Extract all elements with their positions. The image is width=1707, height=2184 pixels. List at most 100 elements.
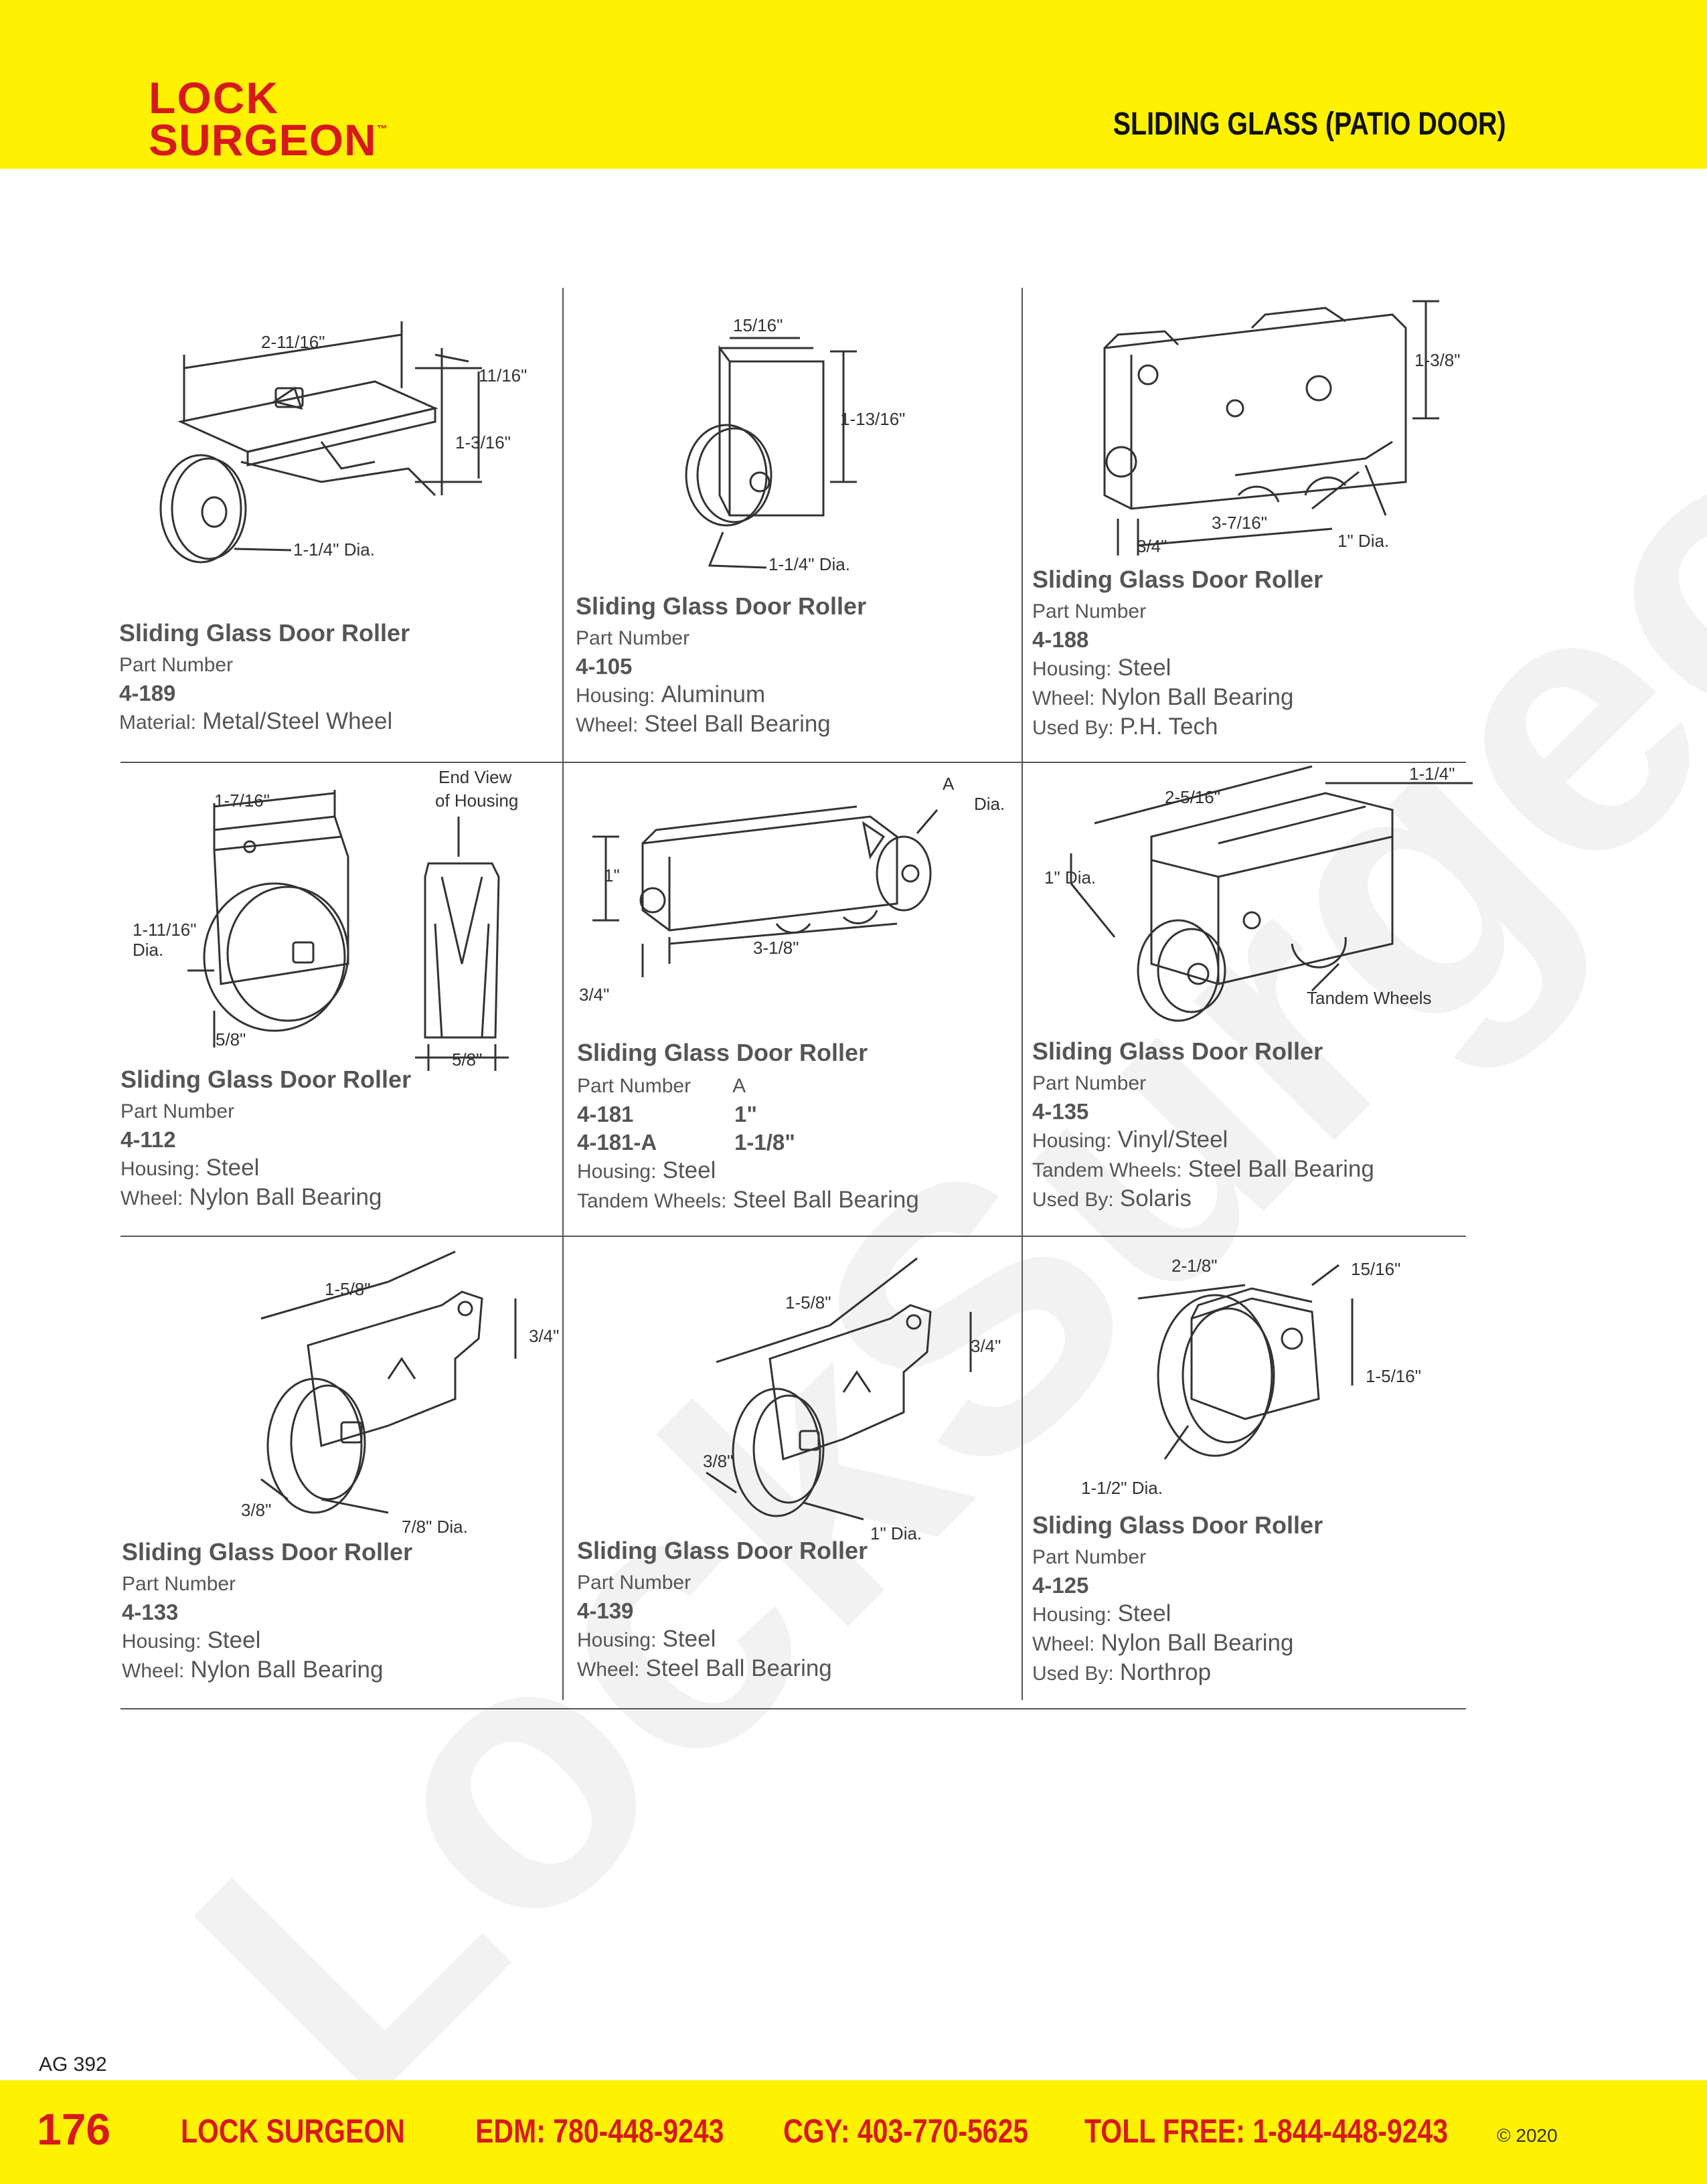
lock-surgeon-logo[interactable]: LOCK SURGEON™ <box>149 73 388 165</box>
part-number: 4-133 <box>122 1600 179 1624</box>
svg-text:5/8": 5/8" <box>216 1029 246 1049</box>
roller-4-181-illustration: A Dia. 1" 3-1/8" 3/4" <box>579 774 1005 1005</box>
footer-edm-phone[interactable]: EDM: 780-448-9243 <box>475 2112 724 2150</box>
column-divider-1 <box>562 288 564 1700</box>
spec-housing: Housing: Steel <box>577 1626 716 1652</box>
svg-text:7/8" Dia.: 7/8" Dia. <box>402 1517 468 1537</box>
svg-text:1-5/8": 1-5/8" <box>785 1292 831 1313</box>
svg-text:1-11/16": 1-11/16" <box>133 920 196 940</box>
product-info-4-133: Sliding Glass Door Roller Part Number 4-… <box>122 1538 412 1685</box>
page-title: SLIDING GLASS (PATIO DOOR) <box>1113 106 1506 142</box>
product-info-4-112: Sliding Glass Door Roller Part Number 4-… <box>120 1066 411 1213</box>
part-number: 4-135 <box>1032 1099 1089 1124</box>
roller-4-189-illustration: 2-11/16" 11/16" 1-3/16" 1-1/4" Dia. <box>159 321 527 564</box>
footer-bar <box>0 2080 1707 2184</box>
product-title: Sliding Glass Door Roller <box>1032 1511 1323 1539</box>
spec-housing: Housing: Steel <box>120 1155 260 1181</box>
product-title: Sliding Glass Door Roller <box>1032 566 1323 593</box>
footer-brand[interactable]: LOCK SURGEON <box>181 2112 405 2150</box>
product-info-4-125: Sliding Glass Door Roller Part Number 4-… <box>1032 1511 1323 1688</box>
spec-wheel: Wheel: Nylon Ball Bearing <box>1032 684 1294 710</box>
row-divider-1 <box>120 762 1466 763</box>
header-bar <box>0 0 1707 169</box>
row-divider-2 <box>120 1236 1466 1237</box>
roller-4-133-illustration: 1-5/8" 3/4" 3/8" 7/8" Dia. <box>241 1250 559 1537</box>
row-divider-3 <box>120 1708 1466 1709</box>
product-info-4-135: Sliding Glass Door Roller Part Number 4-… <box>1032 1037 1374 1214</box>
svg-text:2-5/16": 2-5/16" <box>1165 787 1220 807</box>
footer-toll-free-phone[interactable]: TOLL FREE: 1-844-448-9243 <box>1084 2112 1449 2150</box>
spec-wheel: Wheel: Nylon Ball Bearing <box>122 1657 384 1683</box>
logo-line-2: SURGEON™ <box>149 114 388 165</box>
svg-text:15/16": 15/16" <box>1351 1259 1400 1279</box>
roller-4-125-illustration: 2-1/8" 15/16" 1-5/16" 1-1/2" Dia. <box>1081 1256 1421 1498</box>
catalog-code: AG 392 <box>39 2053 107 2076</box>
part-number-label: Part Number <box>577 1572 692 1594</box>
svg-text:1-1/2" Dia.: 1-1/2" Dia. <box>1081 1478 1163 1498</box>
product-title: Sliding Glass Door Roller <box>120 1066 412 1093</box>
spec-wheel: Wheel: Nylon Ball Bearing <box>120 1184 382 1210</box>
spec-wheel: Wheel: Nylon Ball Bearing <box>1032 1630 1294 1656</box>
logo-line-1: LOCK <box>149 73 279 122</box>
part-number-label: Part Number <box>1032 600 1147 622</box>
part-number-label: Part Number <box>120 1100 235 1122</box>
spec-used-by: Used By: Solaris <box>1032 1185 1192 1211</box>
svg-text:Tandem Wheels: Tandem Wheels <box>1307 988 1431 1008</box>
spec-wheel: Wheel: Steel Ball Bearing <box>577 1655 832 1681</box>
svg-text:3-7/16": 3-7/16" <box>1212 513 1267 533</box>
svg-text:1" Dia.: 1" Dia. <box>1337 531 1389 551</box>
svg-text:3/4": 3/4" <box>971 1336 1001 1356</box>
svg-text:3/8": 3/8" <box>241 1500 271 1520</box>
spec-material: Material: Metal/Steel Wheel <box>119 708 393 734</box>
svg-text:11/16": 11/16" <box>479 365 527 386</box>
svg-text:2-1/8": 2-1/8" <box>1171 1256 1218 1276</box>
spec-tandem-wheels: Tandem Wheels: Steel Ball Bearing <box>577 1187 919 1213</box>
part-number-label: Part Number <box>1032 1546 1147 1568</box>
svg-text:2-11/16": 2-11/16" <box>261 332 325 352</box>
svg-text:1": 1" <box>604 865 620 886</box>
product-title: Sliding Glass Door Roller <box>119 619 410 647</box>
part-number: 4-189 <box>119 681 176 705</box>
svg-text:1-13/16": 1-13/16" <box>840 409 905 429</box>
svg-text:3/4": 3/4" <box>579 985 609 1005</box>
svg-text:Dia.: Dia. <box>133 940 163 960</box>
spec-used-by: Used By: Northrop <box>1032 1659 1212 1685</box>
svg-text:3-1/8": 3-1/8" <box>753 938 799 958</box>
product-info-4-139: Sliding Glass Door Roller Part Number 4-… <box>577 1537 868 1684</box>
svg-text:of Housing: of Housing <box>435 790 518 811</box>
spec-housing: Housing: Steel <box>1032 1600 1171 1626</box>
product-info-4-189: Sliding Glass Door Roller Part Number 4-… <box>119 619 410 737</box>
part-number: 4-112 <box>120 1127 176 1152</box>
svg-text:1-5/16": 1-5/16" <box>1366 1366 1421 1386</box>
svg-text:3/8": 3/8" <box>703 1451 733 1471</box>
svg-text:1" Dia.: 1" Dia. <box>870 1523 922 1543</box>
column-divider-2 <box>1022 288 1023 1700</box>
page-number: 176 <box>37 2104 111 2154</box>
svg-text:1-7/16": 1-7/16" <box>214 790 270 811</box>
svg-text:A: A <box>943 774 955 794</box>
part-number-label: Part Number <box>1032 1072 1147 1094</box>
roller-4-139-illustration: 1-5/8" 3/4" 3/8" 1" Dia. <box>703 1257 1001 1543</box>
roller-4-188-illustration: 1-3/8" 3-7/16" 3/4" 1" Dia. <box>1103 300 1461 556</box>
product-info-4-188: Sliding Glass Door Roller Part Number 4-… <box>1032 566 1323 742</box>
product-info-4-105: Sliding Glass Door Roller Part Number 4-… <box>576 592 866 740</box>
spec-used-by: Used By: P.H. Tech <box>1032 713 1218 740</box>
svg-text:3/4": 3/4" <box>1137 536 1167 556</box>
svg-text:5/8": 5/8" <box>452 1049 482 1070</box>
part-number: 4-139 <box>577 1598 634 1623</box>
product-title: Sliding Glass Door Roller <box>577 1039 868 1066</box>
part-number: 4-125 <box>1032 1573 1089 1598</box>
part-number-label: Part Number <box>576 627 690 649</box>
svg-text:1-1/4" Dia.: 1-1/4" Dia. <box>768 554 850 574</box>
svg-text:Dia.: Dia. <box>974 794 1005 814</box>
footer-cgy-phone[interactable]: CGY: 403-770-5625 <box>783 2112 1029 2150</box>
product-title: Sliding Glass Door Roller <box>122 1538 413 1566</box>
svg-text:1-5/8": 1-5/8" <box>325 1279 371 1299</box>
svg-text:1-1/4": 1-1/4" <box>1409 764 1455 784</box>
roller-4-112-illustration: 1-7/16" 1-11/16" Dia. 5/8" End View of H… <box>133 767 518 1071</box>
spec-housing: Housing: Steel <box>1032 655 1171 681</box>
spec-wheel: Wheel: Steel Ball Bearing <box>576 711 831 737</box>
